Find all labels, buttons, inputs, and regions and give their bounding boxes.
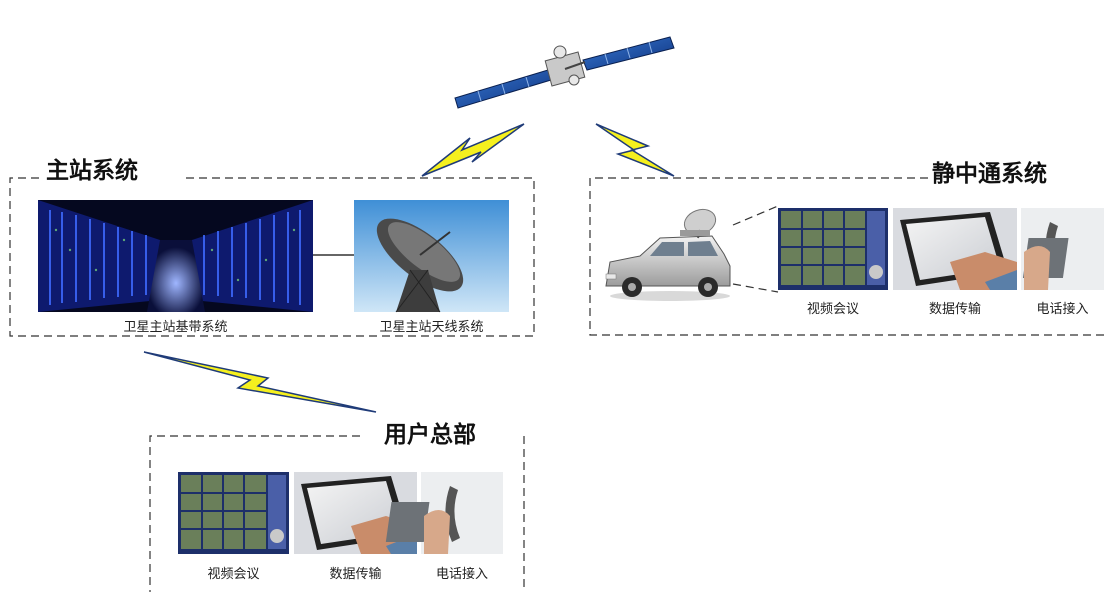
mobile-data-transfer-caption: 数据传输: [928, 302, 981, 317]
mobile-phone-access-caption: 电话接入: [1036, 302, 1089, 317]
hq-data-transfer-caption: 数据传输: [329, 567, 382, 582]
mobile-phone-access-image: [1021, 208, 1104, 290]
car-to-terminals-connectors: [732, 205, 779, 293]
satellite-icon: [454, 36, 675, 109]
master-to-hq-link: [143, 351, 377, 413]
antenna-caption: 卫星主站天线系统: [379, 320, 484, 335]
hq-video-conference-image: [178, 472, 289, 554]
hq-phone-access-caption: 电话接入: [435, 567, 488, 582]
vehicle-image: [605, 208, 731, 301]
mobile-station-frame: [589, 177, 1104, 336]
master-station-title: 主站系统: [42, 156, 142, 186]
satellite-link-mobile: [595, 123, 675, 177]
datacenter-image: [38, 200, 313, 312]
mobile-station-title: 静中通系统: [928, 159, 1051, 189]
baseband-caption: 卫星主站基带系统: [123, 320, 228, 335]
satellite-link-master: [421, 123, 525, 177]
mobile-video-conference-image: [778, 208, 888, 290]
mobile-video-conference-caption: 视频会议: [806, 302, 859, 317]
antenna-image: [354, 200, 509, 313]
mobile-data-transfer-image: [893, 208, 1017, 290]
hq-phone-access-image: [385, 472, 503, 554]
master-station-frame: [9, 177, 535, 337]
user-hq-title: 用户总部: [380, 420, 480, 450]
user-hq-frame: [149, 435, 525, 592]
hq-video-conference-caption: 视频会议: [207, 567, 260, 582]
